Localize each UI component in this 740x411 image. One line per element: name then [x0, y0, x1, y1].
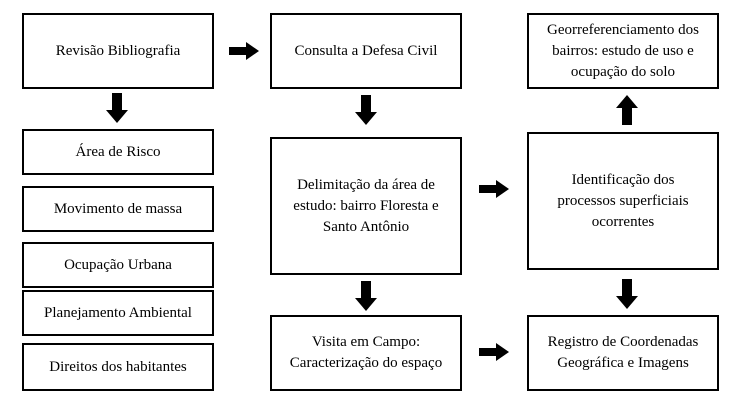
box-planejamento-ambiental: Planejamento Ambiental	[22, 290, 214, 336]
arrow-right-icon	[479, 180, 509, 198]
box-georref-label: Georreferenciamento dos bairros: estudo …	[546, 21, 699, 80]
arrow-down-icon	[106, 93, 128, 123]
box-registro-coordenadas: Registro de Coordenadas Geográfica e Ima…	[527, 315, 719, 391]
arrow-right-icon	[229, 42, 259, 60]
box-direitos-dos-habitantes: Direitos dos habitantes	[22, 343, 214, 391]
box-delimitacao-area: Delimitação da área de estudo: bairro Fl…	[270, 137, 462, 275]
box-ocupacao-urbana: Ocupação Urbana	[22, 242, 214, 288]
arrow-up-icon	[616, 95, 638, 125]
arrow-right-icon	[479, 343, 509, 361]
box-consulta-defesa-civil: Consulta a Defesa Civil	[270, 13, 462, 89]
box-direitos-label: Direitos dos habitantes	[49, 358, 187, 375]
box-revisao-bibliografia: Revisão Bibliografia	[22, 13, 214, 89]
box-identificacao-label: Identificação dos processos superficiais…	[557, 171, 689, 230]
box-visita-em-campo: Visita em Campo: Caracterização do espaç…	[270, 315, 462, 391]
box-movimento-label: Movimento de massa	[53, 200, 183, 217]
box-delimitacao-label: Delimitação da área de estudo: bairro Fl…	[293, 176, 439, 235]
box-georreferenciamento: Georreferenciamento dos bairros: estudo …	[527, 13, 719, 89]
box-identificacao-processos: Identificação dos processos superficiais…	[527, 132, 719, 270]
box-movimento-de-massa: Movimento de massa	[22, 186, 214, 232]
arrow-down-icon	[616, 279, 638, 309]
box-revisao-label: Revisão Bibliografia	[55, 42, 181, 59]
box-visita-label: Visita em Campo: Caracterização do espaç…	[289, 334, 443, 371]
box-area-risco-label: Área de Risco	[75, 143, 161, 160]
box-area-de-risco: Área de Risco	[22, 129, 214, 175]
box-registro-label: Registro de Coordenadas Geográfica e Ima…	[547, 334, 699, 371]
arrow-down-icon	[355, 281, 377, 311]
box-ocupacao-label: Ocupação Urbana	[64, 256, 172, 273]
arrow-down-icon	[355, 95, 377, 125]
box-planejamento-label: Planejamento Ambiental	[44, 304, 192, 321]
box-consulta-label: Consulta a Defesa Civil	[294, 42, 438, 59]
